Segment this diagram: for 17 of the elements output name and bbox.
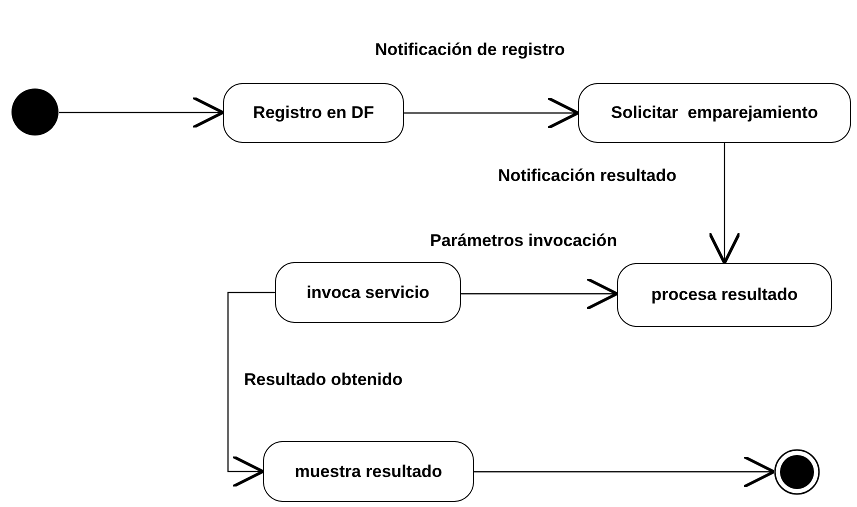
state-box	[275, 262, 461, 323]
transition-arrow	[474, 455, 776, 488]
state-box	[578, 83, 851, 143]
state-box	[617, 263, 832, 327]
state-label: procesa resultado	[651, 285, 798, 305]
state-label: invoca servicio	[306, 282, 430, 302]
state-box	[263, 441, 474, 502]
state-label: Solicitar emparejamiento	[611, 103, 818, 123]
state-box	[223, 83, 404, 143]
transition-arrow	[227, 292, 275, 488]
state-label: Registro en DF	[253, 103, 374, 123]
transition-arrow	[708, 143, 741, 264]
transition-arrow	[404, 96, 580, 130]
state-label: muestra resultado	[294, 462, 442, 482]
transition-arrow	[59, 96, 224, 129]
transition-arrow	[461, 277, 618, 310]
edge-label: Notificación de registro	[375, 40, 565, 60]
